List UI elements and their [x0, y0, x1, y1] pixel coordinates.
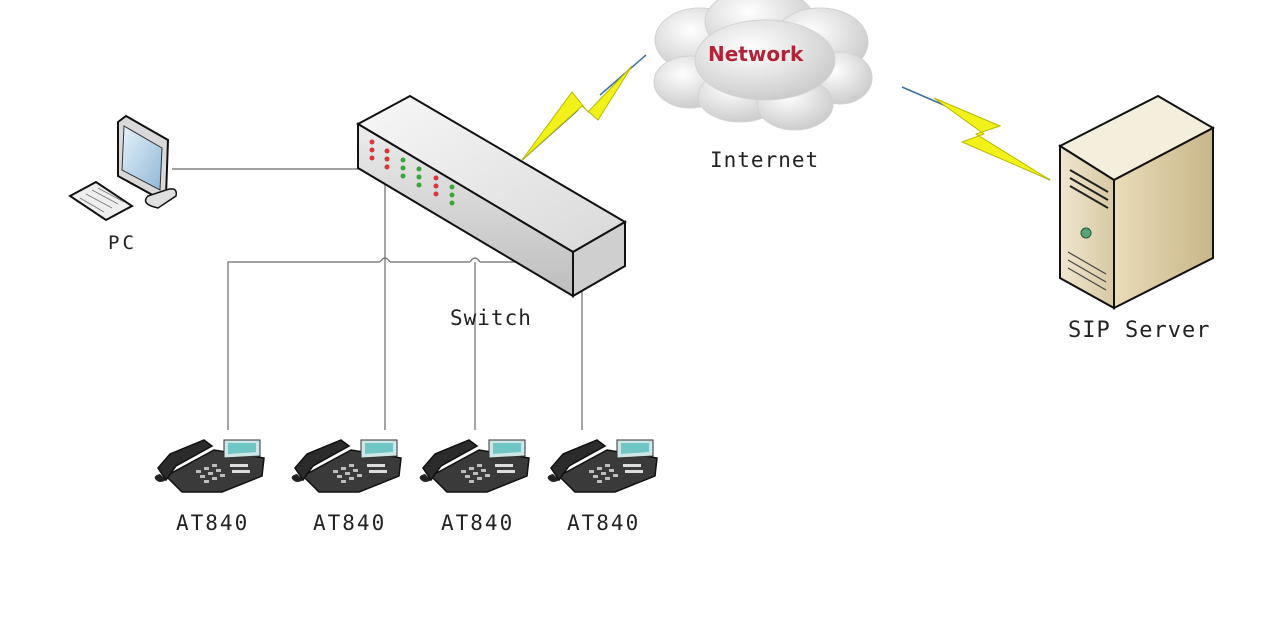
switch-label: Switch: [450, 306, 532, 330]
link-lines: [172, 168, 583, 430]
phone-label-4: AT840: [567, 511, 641, 535]
ip-phone-icon: [291, 439, 402, 493]
link-switch-phone-1: [227, 261, 520, 430]
sip-server-icon: [1057, 94, 1216, 310]
phone-label-1: AT840: [176, 511, 250, 535]
switch-port-leds: [369, 139, 455, 206]
phone-label-2: AT840: [313, 511, 387, 535]
pc-label: PC: [108, 232, 137, 254]
wireless-link-cloud-server: [901, 86, 1051, 181]
ip-phone-icon: [419, 439, 530, 493]
sip-server-label: SIP Server: [1068, 318, 1211, 343]
phones-group: [154, 439, 658, 493]
internet-label: Internet: [710, 148, 820, 172]
wireless-link-switch-cloud: [521, 54, 647, 161]
ip-phone-icon: [154, 439, 265, 493]
pc-icon: [68, 114, 178, 222]
phone-label-3: AT840: [441, 511, 515, 535]
ip-phone-icon: [547, 439, 658, 493]
network-cloud-icon: [653, 0, 873, 131]
switch-icon: [355, 94, 627, 298]
cloud-label: Network: [708, 42, 804, 66]
